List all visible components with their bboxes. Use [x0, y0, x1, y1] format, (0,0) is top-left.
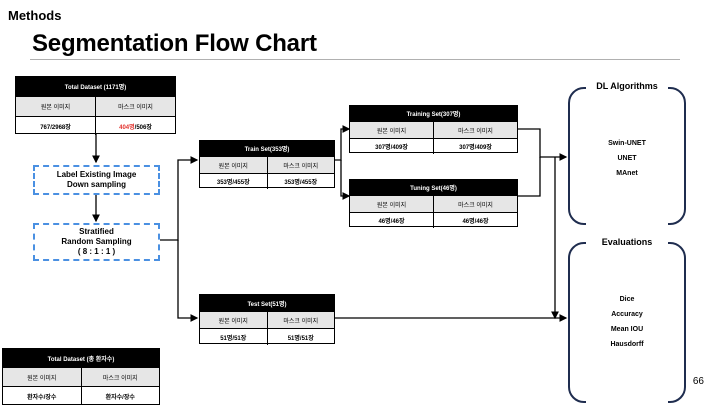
tuning-set-table: Tuning Set(46명) 원본 이미지 마스크 이미지 46명/46장 4…	[349, 179, 518, 228]
training-set-table: Training Set(307명) 원본 이미지 마스크 이미지 307명/4…	[349, 105, 518, 154]
test-set-title: Test Set(51명)	[200, 295, 334, 311]
title-divider	[30, 59, 680, 60]
total-dataset-table: Total Dataset (1171명) 원본 이미지 마스크 이미지 767…	[15, 76, 176, 135]
arrow-sampling-to-train	[160, 156, 199, 241]
metric-mean-iou: Mean IOU	[610, 326, 644, 333]
tuning-original-value: 46명/46장	[378, 219, 405, 225]
arrow-tuning-to-algorithms	[518, 157, 541, 197]
training-mask-header: 마스크 이미지	[433, 122, 517, 138]
section-label: Methods	[8, 8, 62, 23]
page-title: Segmentation Flow Chart	[32, 30, 317, 57]
train-original-value: 353명/455장	[216, 180, 250, 186]
training-set-title: Training Set(307명)	[350, 106, 517, 121]
algorithm-manet: MAnet	[616, 170, 638, 177]
stratified-sampling-ratio: ( 8 : 1 : 1 )	[77, 247, 116, 256]
evaluations-box-gap	[586, 239, 668, 406]
tuning-original-header: 원본 이미지	[376, 202, 407, 209]
training-mask-value: 307명/409장	[433, 139, 517, 154]
training-original-header: 원본 이미지	[376, 128, 407, 135]
test-mask-header: 마스크 이미지	[266, 312, 335, 328]
total-mask-highlight: 404명	[119, 124, 135, 131]
total-mask-value: 404명/506장	[95, 117, 175, 135]
total-dataset-title: Total Dataset (1171명)	[16, 77, 175, 96]
legend-table: Total Dataset (총 환자수) 원본 이미지 마스크 이미지 환자수…	[2, 348, 160, 405]
evaluations-title: Evaluations	[601, 237, 653, 247]
total-original-header: 원본 이미지	[40, 105, 71, 111]
train-set-table: Train Set(353명) 원본 이미지 마스크 이미지 353명/455장…	[199, 140, 335, 189]
algorithm-swin-unet: Swin-UNET	[608, 140, 646, 147]
train-set-title: Train Set(353명)	[200, 141, 334, 156]
tuning-mask-header: 마스크 이미지	[433, 196, 517, 212]
metric-dice: Dice	[619, 296, 635, 303]
page-number: 66	[692, 376, 704, 387]
training-original-value: 307명/409장	[375, 145, 408, 151]
legend-title: Total Dataset (총 환자수)	[3, 349, 159, 367]
metric-hausdorff: Hausdorff	[610, 341, 644, 348]
tuning-mask-value: 46명/46장	[433, 213, 517, 228]
train-mask-header: 마스크 이미지	[266, 157, 335, 173]
test-set-table: Test Set(51명) 원본 이미지 마스크 이미지 51명/51장 51명…	[199, 294, 335, 345]
label-downsampling-line1: Label Existing Image	[56, 170, 137, 179]
arrow-train-to-tuning	[340, 160, 351, 200]
stratified-sampling-line1: Stratified	[79, 227, 114, 236]
algorithm-unet: UNET	[617, 155, 637, 162]
tuning-set-title: Tuning Set(46명)	[350, 180, 517, 195]
label-downsampling-step: Label Existing Image Down sampling	[33, 165, 160, 195]
arrow-train-to-training	[335, 125, 351, 161]
arrow-sampling-to-test	[177, 240, 199, 322]
dl-algorithms-box-gap	[586, 84, 668, 228]
test-original-value: 51명/51장	[220, 335, 247, 342]
dl-algorithms-title: DL Algorithms	[596, 81, 658, 91]
stratified-sampling-step: Stratified Random Sampling ( 8 : 1 : 1 )	[33, 223, 160, 261]
label-downsampling-line2: Down sampling	[66, 180, 127, 189]
legend-mask-value: 환자수/장수	[80, 387, 160, 405]
stratified-sampling-line2: Random Sampling	[61, 237, 132, 246]
legend-original-value: 환자수/장수	[27, 394, 57, 401]
legend-mask-header: 마스크 이미지	[80, 368, 160, 386]
total-original-value: 767/2968장	[40, 124, 71, 131]
total-mask-header: 마스크 이미지	[95, 97, 175, 116]
metric-accuracy: Accuracy	[611, 311, 643, 318]
arrow-training-to-algorithms	[518, 128, 568, 161]
total-mask-rest: /506장	[134, 124, 152, 131]
legend-original-header: 원본 이미지	[27, 375, 57, 382]
test-mask-value: 51명/51장	[266, 329, 335, 345]
train-original-header: 원본 이미지	[218, 163, 248, 170]
train-mask-value: 353명/455장	[266, 174, 335, 189]
test-original-header: 원본 이미지	[218, 318, 248, 325]
